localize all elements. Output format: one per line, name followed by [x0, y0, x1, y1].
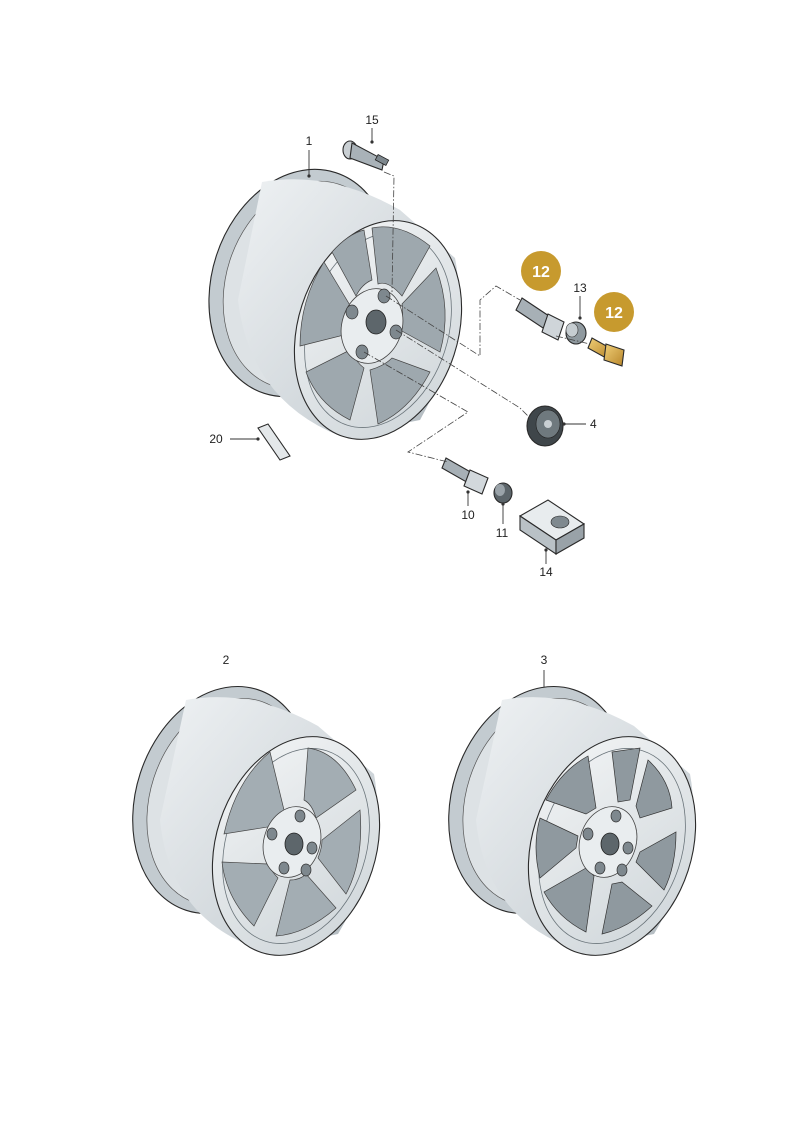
- wheel-3: [448, 685, 697, 956]
- callout-2: 2: [223, 653, 230, 667]
- callout-11: 11: [496, 526, 509, 540]
- callout-3: 3: [541, 653, 548, 667]
- callout-14: 14: [539, 565, 553, 579]
- svg-text:12: 12: [605, 305, 623, 322]
- assembly-lines: [363, 171, 591, 463]
- wheel-2: [132, 685, 381, 956]
- callout-4: 4: [590, 417, 597, 431]
- badge-12-b[interactable]: 12: [594, 292, 634, 332]
- part-14-tool: [518, 499, 586, 556]
- part-10-bolt: [441, 457, 489, 495]
- part-20-weight: [257, 423, 291, 461]
- wheel-main: [208, 168, 463, 440]
- part-12-bolt-highlighted: [587, 337, 625, 367]
- badge-12-a[interactable]: 12: [521, 251, 561, 291]
- svg-text:12: 12: [532, 264, 550, 281]
- part-4-center-cap: [526, 405, 564, 447]
- part-11-cap: [493, 482, 513, 504]
- callout-13: 13: [573, 281, 587, 295]
- part-12-bolt: [515, 297, 565, 341]
- part-13-cap: [565, 321, 587, 345]
- callout-20: 20: [209, 432, 223, 446]
- callout-15: 15: [365, 113, 379, 127]
- callout-1: 1: [306, 134, 313, 148]
- part-15-valve: [342, 140, 390, 171]
- callout-10: 10: [461, 508, 475, 522]
